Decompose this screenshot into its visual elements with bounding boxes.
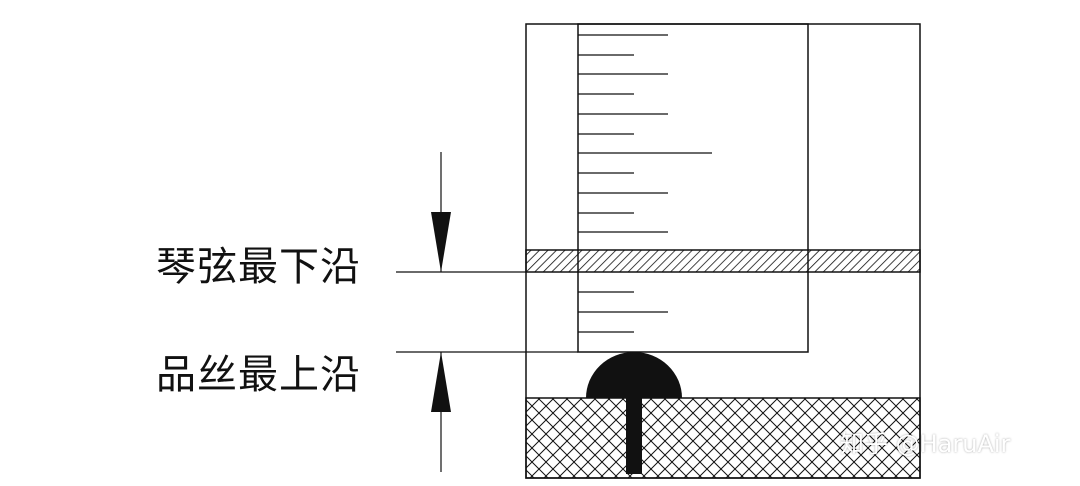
ruler-ticks bbox=[578, 34, 712, 333]
down-arrow-icon bbox=[431, 212, 451, 272]
up-arrow-icon bbox=[431, 352, 451, 412]
guitar-string bbox=[525, 249, 921, 273]
ruler-body bbox=[577, 23, 809, 353]
fret-tang bbox=[626, 398, 642, 474]
string-bottom-edge-label: 琴弦最下沿 bbox=[156, 244, 361, 290]
fretboard bbox=[525, 397, 921, 479]
fret-crown bbox=[586, 352, 682, 398]
watermark: 知乎 @HaruAir bbox=[840, 430, 1011, 458]
fret-top-edge-label: 品丝最上沿 bbox=[156, 352, 361, 398]
